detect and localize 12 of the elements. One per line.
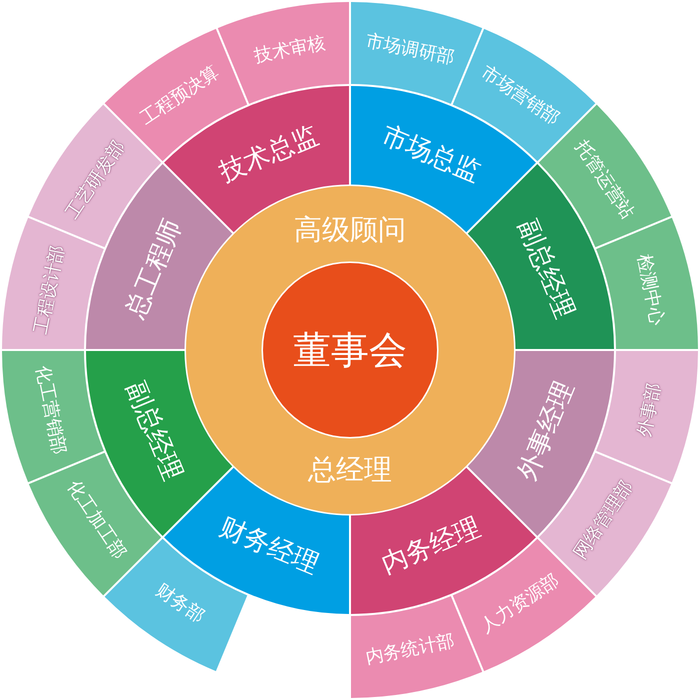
sector-label: 内务统计部 (364, 632, 456, 668)
sector-label: 财务经理 (216, 514, 322, 578)
sector-label: 工程设计部 (32, 244, 68, 336)
sector-label: 化工营销部 (32, 364, 68, 456)
sector-label: 技术审核 (253, 34, 328, 66)
center-label: 董事会 (293, 331, 407, 369)
sector-label: 财务部 (152, 582, 208, 627)
ring-label: 总经理 (308, 456, 392, 484)
ring-label: 高级顾问 (294, 216, 406, 244)
sector-label: 检测中心 (634, 253, 666, 328)
sector-label: 市场调研部 (364, 32, 456, 68)
sector-label: 外事部 (636, 381, 664, 438)
